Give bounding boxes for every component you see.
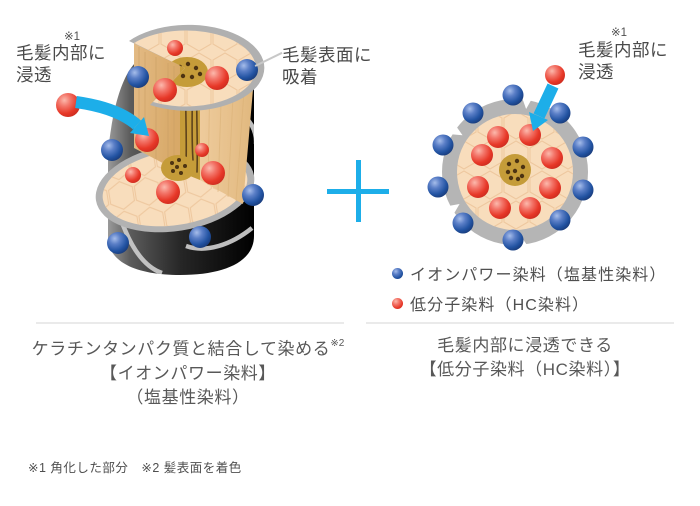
red-dye-dots bbox=[125, 40, 229, 204]
caption-right-line2: 【低分子染料（HC染料）】 bbox=[419, 360, 631, 379]
divider-right bbox=[366, 322, 674, 324]
red-dye-dot-icon bbox=[392, 297, 403, 309]
plus-sign bbox=[327, 160, 389, 222]
legend-label-low-molecular-dye: 低分子染料（HC染料） bbox=[410, 297, 590, 314]
caption-left-line3: （塩基性染料） bbox=[126, 387, 250, 407]
center-medulla bbox=[499, 154, 531, 186]
divider-left bbox=[36, 322, 344, 324]
note-mark-2: ※2 bbox=[330, 338, 345, 349]
caption-left-line1: ケラチンタンパク質と結合して染める※2 bbox=[31, 338, 345, 359]
adsorb-label-line2: 吸着 bbox=[282, 67, 318, 87]
footnote: ※1 角化した部分 ※2 髪表面を着色 bbox=[28, 461, 242, 475]
penetrate-label-right-line2: 浸透 bbox=[578, 62, 614, 82]
penetrate-label-left-line1: 毛髪内部に bbox=[16, 43, 106, 63]
penetration-arrow-icon bbox=[529, 83, 559, 131]
caption-left-line2: 【イオンパワー染料】 bbox=[100, 363, 276, 383]
incoming-red-dye-dot bbox=[545, 65, 565, 85]
legend-item-low-molecular-dye: 低分子染料（HC染料） bbox=[392, 288, 667, 318]
legend: イオンパワー染料（塩基性染料） 低分子染料（HC染料） bbox=[392, 258, 667, 318]
note-mark-1-left: ※1 bbox=[64, 31, 81, 43]
hair-cross-section-illustration bbox=[427, 65, 594, 251]
blue-dye-dot-icon bbox=[392, 267, 403, 279]
caption-right-line1: 毛髪内部に浸透できる bbox=[437, 336, 613, 355]
legend-item-ion-power-dye: イオンパワー染料（塩基性染料） bbox=[392, 258, 667, 288]
red-dye-dots bbox=[467, 124, 563, 219]
caption-low-molecular-dye: 毛髪内部に浸透できる 【低分子染料（HC染料）】 bbox=[382, 334, 668, 382]
penetrate-label-left-line2: 浸透 bbox=[16, 65, 52, 85]
blue-dye-dots bbox=[101, 59, 264, 254]
plus-vertical-bar bbox=[355, 160, 361, 222]
hair-shaft-3d-illustration bbox=[56, 24, 265, 276]
adsorb-label-line1: 毛髪表面に bbox=[282, 45, 372, 65]
caption-ion-power-dye: ケラチンタンパク質と結合して染める※2 【イオンパワー染料】 （塩基性染料） bbox=[14, 334, 362, 410]
note-mark-1-right: ※1 bbox=[611, 27, 628, 39]
penetrate-label-right-line1: 毛髪内部に bbox=[578, 40, 668, 60]
penetration-arrow-icon bbox=[75, 96, 149, 136]
legend-label-ion-power-dye: イオンパワー染料（塩基性染料） bbox=[410, 267, 667, 284]
penetrate-label-right: 毛髪内部に 浸透 bbox=[578, 39, 668, 83]
adsorb-label: 毛髪表面に 吸着 bbox=[282, 44, 372, 88]
blue-dye-dots bbox=[427, 84, 594, 251]
lower-medulla bbox=[161, 155, 195, 181]
incoming-red-dye-dot bbox=[56, 93, 80, 117]
penetrate-label-left: 毛髪内部に 浸透 bbox=[16, 42, 106, 86]
